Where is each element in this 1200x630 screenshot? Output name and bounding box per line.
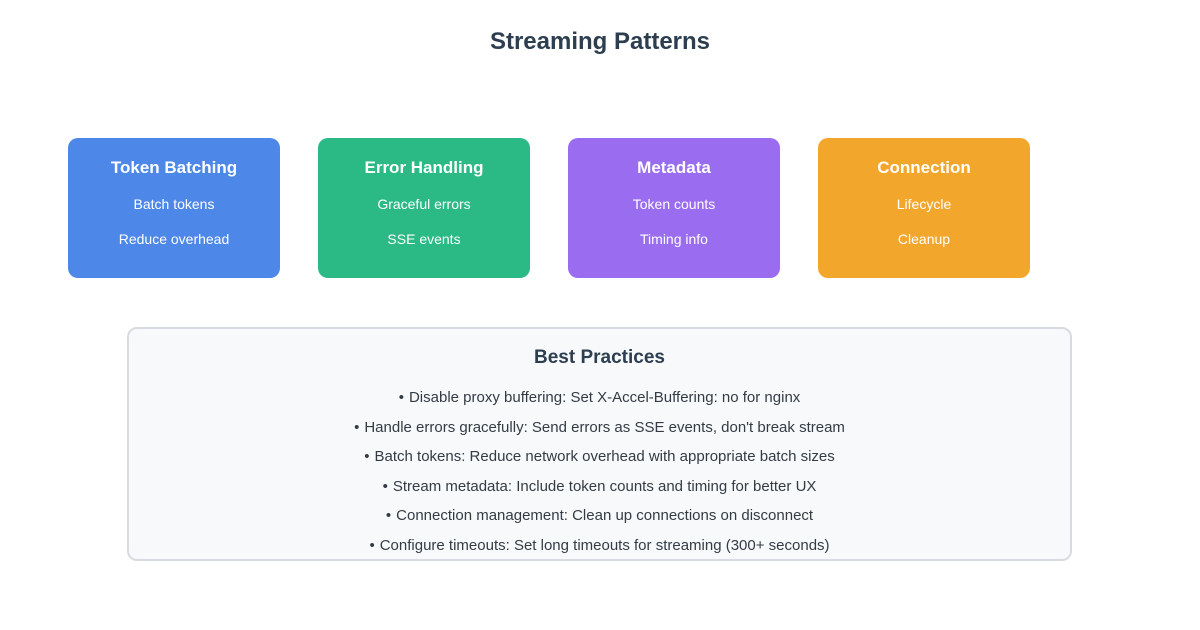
list-item: •Disable proxy buffering: Set X-Accel-Bu… bbox=[129, 383, 1070, 413]
card-line: Reduce overhead bbox=[118, 231, 230, 247]
best-practices-panel: Best Practices •Disable proxy buffering:… bbox=[127, 327, 1072, 561]
bullet-icon: • bbox=[385, 507, 392, 524]
card-metadata: Metadata Token counts Timing info bbox=[568, 138, 780, 278]
card-line: SSE events bbox=[387, 231, 461, 247]
card-line: Cleanup bbox=[897, 231, 951, 247]
pattern-cards-row: Token Batching Batch tokens Reduce overh… bbox=[68, 138, 1030, 278]
card-connection: Connection Lifecycle Cleanup bbox=[818, 138, 1030, 278]
list-item: •Stream metadata: Include token counts a… bbox=[129, 472, 1070, 502]
card-title: Error Handling bbox=[364, 158, 484, 177]
card-line: Token counts bbox=[632, 196, 716, 212]
card-line: Timing info bbox=[640, 231, 708, 247]
bullet-icon: • bbox=[364, 448, 370, 465]
card-error-handling: Error Handling Graceful errors SSE event… bbox=[318, 138, 530, 278]
bullet-icon: • bbox=[398, 389, 404, 406]
list-item-text: Connection management: Clean up connecti… bbox=[396, 507, 814, 524]
list-item-text: Batch tokens: Reduce network overhead wi… bbox=[374, 448, 835, 465]
list-item: •Handle errors gracefully: Send errors a… bbox=[129, 413, 1070, 443]
list-item-text: Stream metadata: Include token counts an… bbox=[392, 477, 817, 495]
list-item-text: Configure timeouts: Set long timeouts fo… bbox=[379, 536, 830, 554]
card-title: Connection bbox=[877, 158, 971, 177]
card-title: Token Batching bbox=[110, 158, 238, 177]
card-line: Graceful errors bbox=[377, 196, 471, 212]
list-item-text: Disable proxy buffering: Set X-Accel-Buf… bbox=[408, 389, 801, 406]
best-practices-title: Best Practices bbox=[534, 347, 665, 368]
card-token-batching: Token Batching Batch tokens Reduce overh… bbox=[68, 138, 280, 278]
card-title: Metadata bbox=[637, 158, 711, 177]
bullet-icon: • bbox=[382, 477, 388, 495]
best-practices-list: •Disable proxy buffering: Set X-Accel-Bu… bbox=[129, 383, 1070, 560]
bullet-icon: • bbox=[354, 418, 360, 436]
list-item-text: Handle errors gracefully: Send errors as… bbox=[364, 418, 845, 436]
list-item: •Batch tokens: Reduce network overhead w… bbox=[129, 442, 1070, 472]
bullet-icon: • bbox=[369, 536, 375, 554]
card-line: Lifecycle bbox=[896, 196, 952, 212]
card-line: Batch tokens bbox=[133, 196, 215, 212]
page-title: Streaming Patterns bbox=[489, 28, 711, 55]
list-item: •Connection management: Clean up connect… bbox=[129, 501, 1070, 531]
list-item: •Configure timeouts: Set long timeouts f… bbox=[129, 531, 1070, 561]
